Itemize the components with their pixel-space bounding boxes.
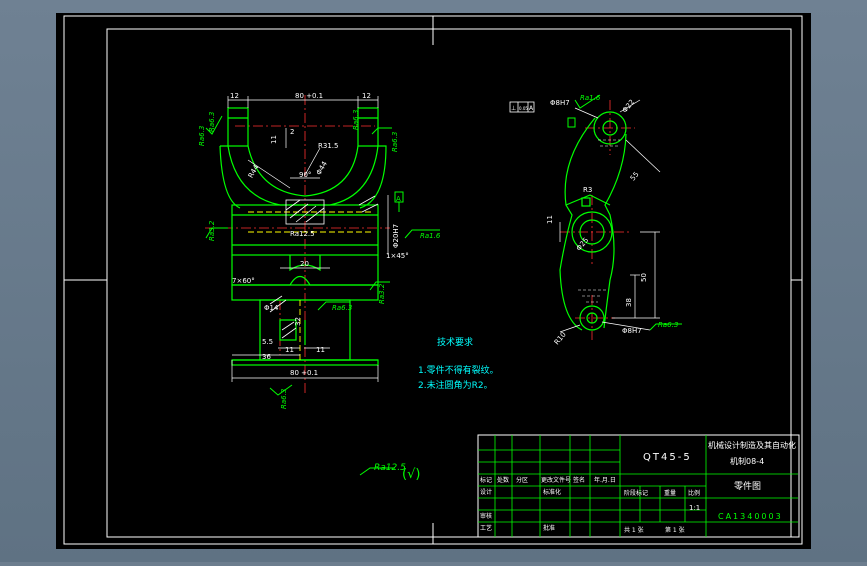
title-class: 机制08-4 [730,456,764,466]
dim-5-5: 5.5 [262,338,273,346]
dim-36: 36 [262,353,271,361]
ra-right-top2: Ra6.3 [391,132,399,152]
ra-right-ra16: Ra1.6 [420,232,441,240]
side-ra16-top: Ra1.6 [580,94,601,102]
title-material: QT45-5 [643,452,692,463]
centering-marks [64,16,802,544]
notes-item-2: 2.未注圆角为R2。 [418,379,493,391]
default-ra-label: Ra12.5 [374,463,406,473]
sheet-inner-frame [106,28,792,538]
dim-32: 32 [294,317,302,326]
dim-11a: 11 [285,346,294,354]
tolerance-symbol: ⊥ [511,105,516,112]
hdr-date: 年.月.日 [594,476,616,484]
dim-chamfer: 1×45° [386,252,409,260]
ra-bottom-6-3: Ra6.3 [332,304,352,312]
side-ra6-3: Ra6.3 [658,321,678,329]
title-school: 机械设计制造及其自动化 [708,440,796,450]
weight-label: 重量 [664,489,676,497]
technical-notes: 技术要求 1.零件不得有裂纹。 2.未注圆角为R2。 [418,336,499,391]
dim-top-mid: 80 +0.1 [295,92,323,100]
dim-phi14: Φ14 [264,304,279,312]
dim-80: 80 +0.1 [290,369,318,377]
dim-bottom-20: 20 [300,260,309,268]
default-ra-check: (√) [402,467,420,482]
ra-right-top: Ra6.3 [352,110,360,130]
ra-left-top2: Ra6.3 [198,126,206,146]
scale-label: 比例 [688,489,700,497]
notes-item-1: 1.零件不得有裂纹。 [418,364,499,376]
title-scale: 1:1 [689,504,700,512]
side-r3: R3 [583,186,592,194]
hdr-zone: 分区 [516,476,528,484]
title-drawing-name: 零件图 [734,480,761,492]
dim-angle-90: 90° [299,171,311,179]
title-block: QT45-5 机械设计制造及其自动化 机制08-4 零件图 CA1340003 … [477,434,800,538]
ra-left-top: Ra6.3 [208,112,216,132]
side-11: 11 [546,215,554,224]
dim-small-11: 11 [270,135,278,144]
row-review: 审核 [480,512,492,520]
title-drawing-no: CA1340003 [718,512,783,521]
ra-bottom-left: Ra6.3 [280,389,288,409]
row-design: 设计 [480,488,492,496]
row-standard: 标准化 [543,488,561,496]
tolerance-datum: A [529,105,534,112]
side-phi8h7-top: Φ8H7 [550,99,570,107]
drawing-background [56,13,811,549]
default-surface-finish: Ra12.5 (√) [374,463,420,482]
hdr-sign: 签名 [573,476,585,484]
dim-r31-5: R31.5 [318,142,338,150]
dim-11b: 11 [316,346,325,354]
row-approve: 批准 [543,524,555,532]
dim-top-left: 12 [230,92,239,100]
hdr-mark: 标记 [480,476,492,484]
ra-right-mid: Ra3.2 [378,283,386,304]
front-datum-label: A [396,195,401,203]
dim-small-2: 2 [290,128,294,136]
sheet-no: 第 1 张 [665,526,685,534]
stage-label: 阶段标记 [624,489,648,497]
hdr-count: 处数 [497,476,509,484]
dim-phi20h7: Φ20H7 [392,224,400,248]
tolerance-value: 0.05 [519,106,528,111]
side-38: 38 [625,298,633,307]
side-phi8h7-bottom: Φ8H7 [622,327,642,335]
dim-ra12-5: Ra12.5 [290,230,315,238]
notes-heading: 技术要求 [437,336,473,348]
side-55: 55 [629,170,641,182]
hdr-change-doc: 更改文件号 [541,476,571,484]
ra-left-mid: Ra3.2 [208,220,216,241]
dim-top-right: 12 [362,92,371,100]
sheets-total: 共 1 张 [624,526,644,534]
dim-7x60: 7×60° [232,277,255,285]
side-50: 50 [640,273,648,282]
row-process: 工艺 [480,524,492,532]
